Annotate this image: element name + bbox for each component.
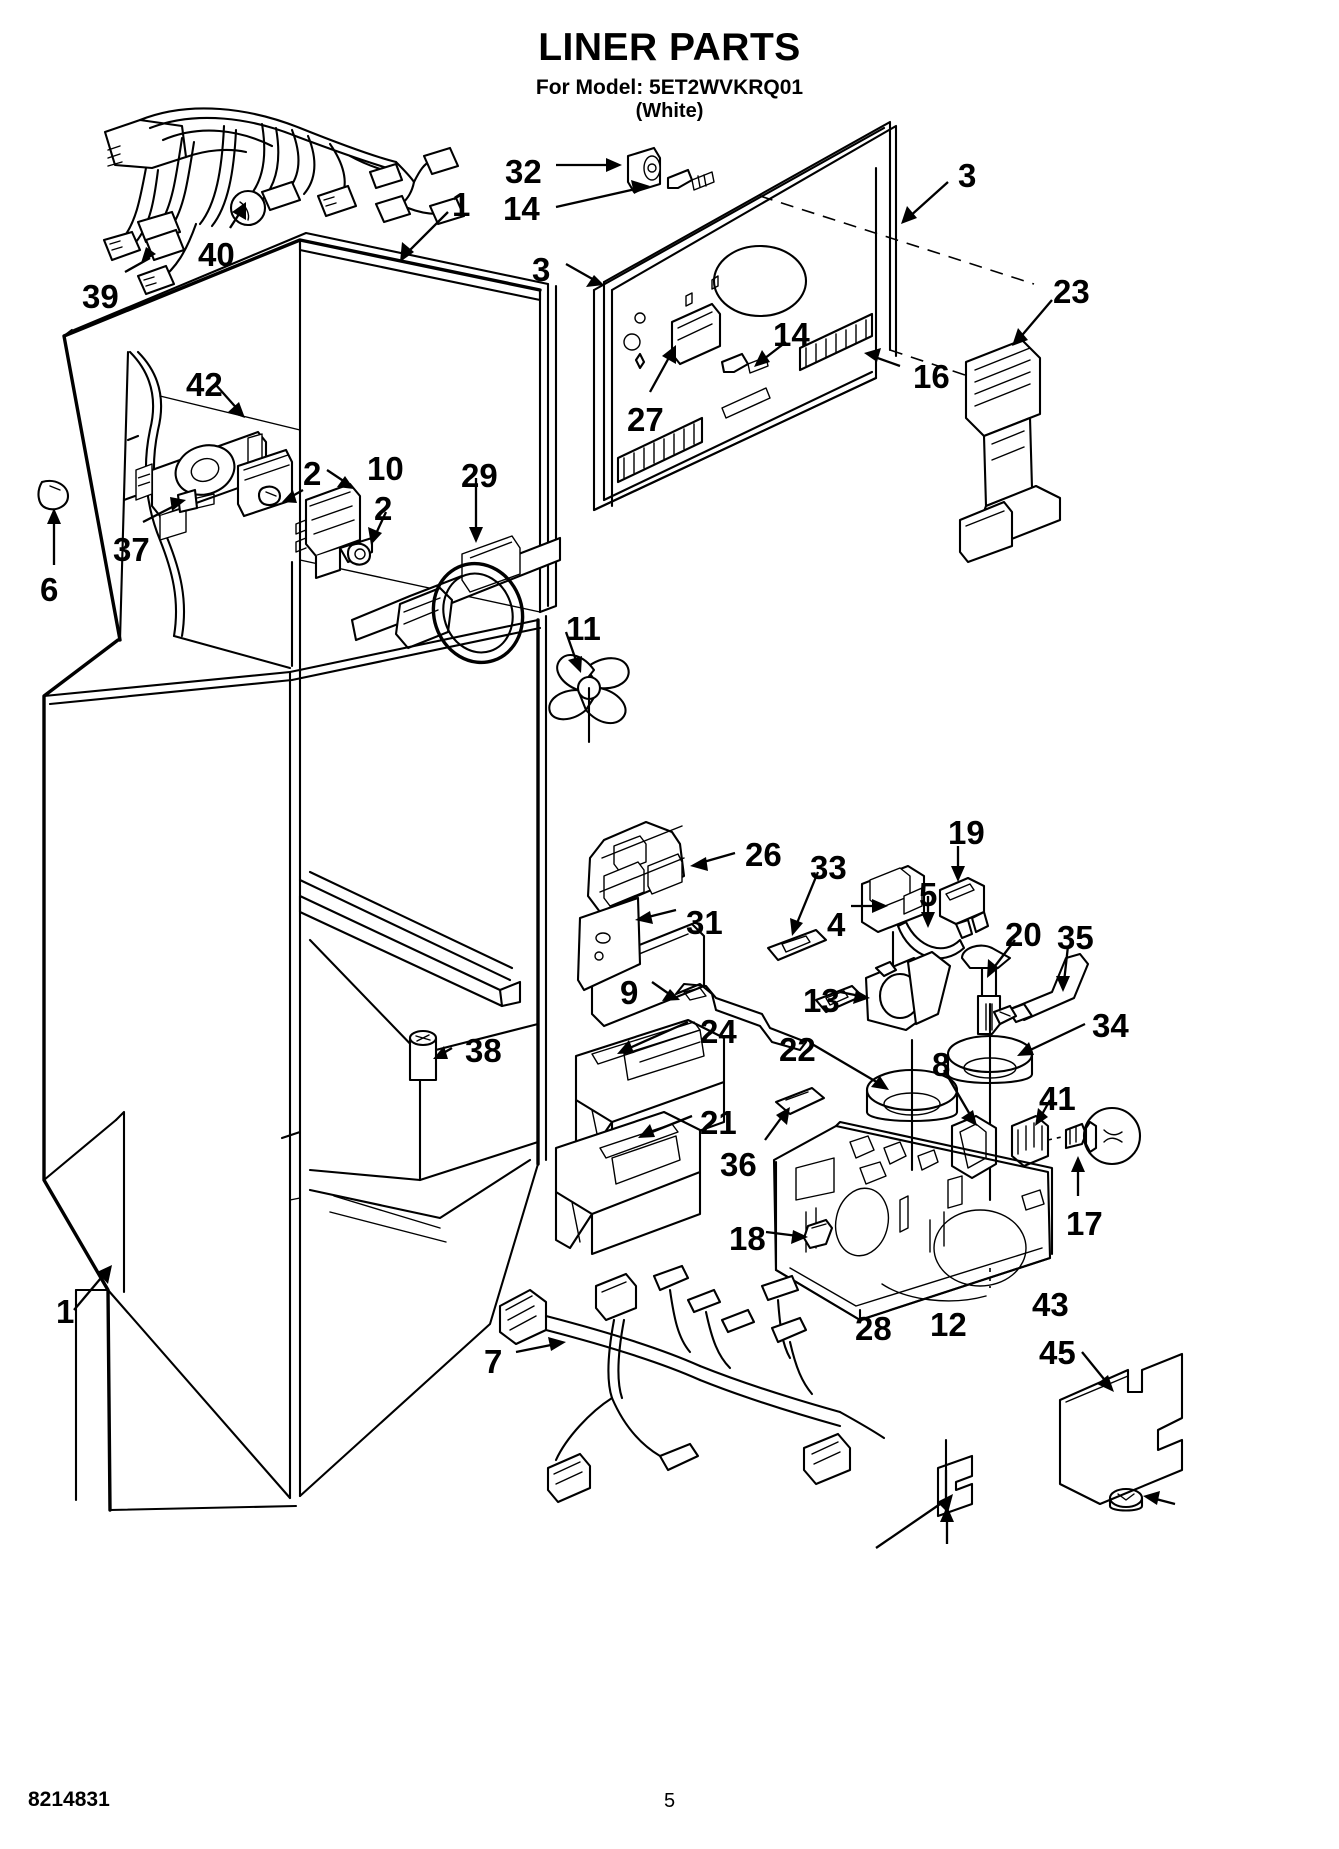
upper-liner-cabinet xyxy=(64,212,556,672)
dispenser-assembly-23 xyxy=(960,300,1060,562)
callout-12: 12 xyxy=(930,1306,967,1343)
callout-22: 22 xyxy=(779,1031,816,1068)
ice-bin-21 xyxy=(556,1112,700,1254)
callout-19: 19 xyxy=(948,814,985,851)
ice-maker-base-housing xyxy=(774,1122,1052,1320)
callout-34: 34 xyxy=(1092,1007,1129,1044)
callout-29: 29 xyxy=(461,457,498,494)
callout-16: 16 xyxy=(913,358,950,395)
callout-24: 24 xyxy=(700,1013,737,1050)
callout-28: 28 xyxy=(855,1310,892,1347)
access-panel-45 xyxy=(1060,1352,1182,1504)
arm-35 xyxy=(994,946,1088,1024)
callout-20: 20 xyxy=(1005,916,1042,953)
callout-33: 33 xyxy=(810,849,847,886)
callout-31: 31 xyxy=(686,904,723,941)
callout-1-top: 1 xyxy=(452,186,471,223)
callout-45: 45 xyxy=(1039,1334,1076,1371)
callout-2-a: 2 xyxy=(303,455,322,492)
callout-9: 9 xyxy=(620,974,639,1011)
wire-harness-lower-7 xyxy=(500,1266,884,1502)
page-number: 5 xyxy=(663,1790,676,1812)
callout-43: 43 xyxy=(1032,1286,1069,1323)
callout-1-bottom: 1 xyxy=(56,1293,75,1330)
auger-20 xyxy=(962,940,1015,1034)
callout-38: 38 xyxy=(465,1032,502,1069)
callout-8: 8 xyxy=(932,1046,951,1083)
document-part-number: 8214831 xyxy=(28,1788,110,1811)
callout-14-panel: 14 xyxy=(773,316,810,353)
callout-5: 5 xyxy=(919,876,938,913)
clip-28 xyxy=(876,1456,972,1548)
callout-32: 32 xyxy=(505,153,542,190)
color-variant: (White) xyxy=(635,100,704,122)
callout-26: 26 xyxy=(745,836,782,873)
callout-2-b: 2 xyxy=(374,490,393,527)
air-duct-8 xyxy=(944,1070,996,1178)
callout-10: 10 xyxy=(367,450,404,487)
callout-27: 27 xyxy=(627,401,664,438)
callout-7: 7 xyxy=(484,1343,503,1380)
callout-18: 18 xyxy=(729,1220,766,1257)
callout-23: 23 xyxy=(1053,273,1090,310)
callout-11: 11 xyxy=(566,610,601,647)
callout-3-right: 3 xyxy=(958,157,977,194)
callout-41: 41 xyxy=(1039,1080,1076,1117)
light-bulb-17 xyxy=(1066,1108,1140,1196)
callout-21: 21 xyxy=(700,1104,737,1141)
fan-blade-11 xyxy=(549,632,628,742)
callout-4: 4 xyxy=(827,906,846,943)
page-title: LINER PARTS xyxy=(538,26,801,69)
model-line: For Model: 5ET2WVKRQ01 xyxy=(535,76,804,99)
callout-35: 35 xyxy=(1057,919,1094,956)
callout-40: 40 xyxy=(198,236,235,273)
callout-14-upper: 14 xyxy=(503,190,540,227)
callout-3-left: 3 xyxy=(532,251,551,288)
fastener-43 xyxy=(1143,1491,1175,1505)
evaporator-fan-bracket-42 xyxy=(39,385,266,565)
callout-17: 17 xyxy=(1066,1205,1103,1242)
auger-motor-4 xyxy=(851,866,924,1012)
callout-6: 6 xyxy=(40,571,59,608)
callout-42: 42 xyxy=(186,366,223,403)
wire-harness-upper xyxy=(104,108,464,294)
micro-switch-19 xyxy=(940,846,988,938)
callout-37: 37 xyxy=(113,531,150,568)
tab-36 xyxy=(765,1088,824,1140)
pin-18 xyxy=(766,1220,832,1248)
callout-39: 39 xyxy=(82,278,119,315)
callout-13: 13 xyxy=(803,982,840,1019)
callout-36: 36 xyxy=(720,1146,757,1183)
